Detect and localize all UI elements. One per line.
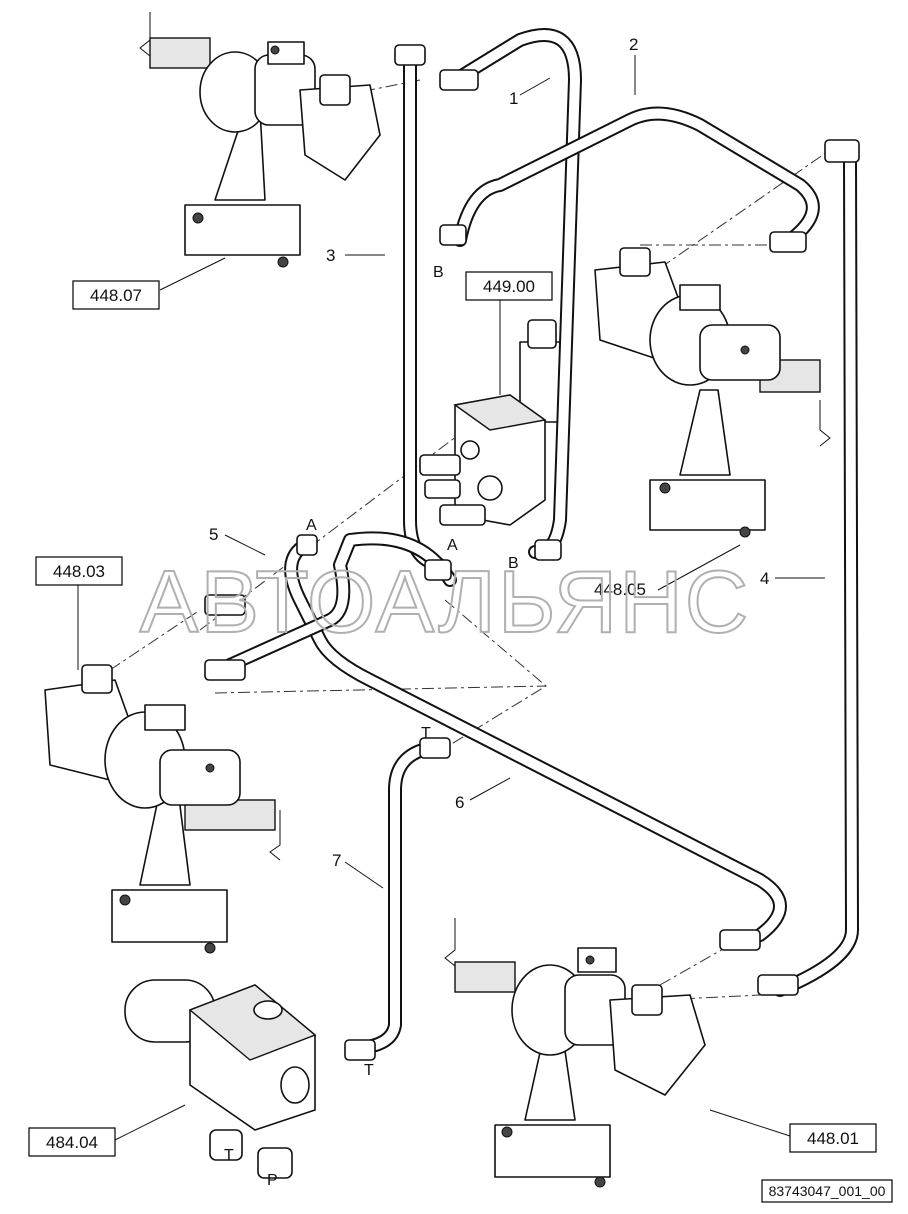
port-b-mid: B	[508, 555, 519, 572]
document-id: 83743047_001_00	[761, 1179, 893, 1203]
pump-448-07	[139, 12, 381, 268]
port-b-top: B	[433, 264, 444, 281]
port-labels: B A A B T T T P	[224, 264, 519, 1189]
port-a-mid: A	[447, 537, 458, 554]
leader-lines	[77, 55, 825, 1141]
reference-box-448-05: 448.05	[594, 580, 646, 599]
port-t-top: T	[421, 725, 431, 742]
reference-label: 448.01	[807, 1129, 859, 1148]
document-id-text: 83743047_001_00	[769, 1183, 886, 1199]
port-t-bottom: T	[364, 1062, 374, 1079]
callout-6: 6	[455, 793, 464, 812]
watermark: АВТОАЛЬЯНС	[140, 552, 751, 651]
callout-5: 5	[209, 525, 218, 544]
reference-label: 448.07	[90, 286, 142, 305]
callout-3: 3	[326, 246, 335, 265]
pump-448-05	[594, 247, 831, 538]
reference-box-448-03: 448.03	[35, 556, 123, 586]
callouts: 1 2 3 4 5 6 7	[209, 35, 769, 870]
port-a-left: A	[306, 517, 317, 534]
reference-box-449-00: 449.00	[465, 271, 553, 301]
pump-448-03	[44, 664, 281, 954]
reference-box-448-01: 448.01	[789, 1123, 877, 1153]
reference-box-448-07: 448.07	[72, 280, 160, 310]
block-484-04	[124, 979, 317, 1179]
reference-label: 448.05	[594, 580, 646, 599]
callout-4: 4	[760, 569, 769, 588]
callout-7: 7	[332, 851, 341, 870]
callout-1: 1	[509, 89, 518, 108]
port-p-block: P	[267, 1172, 278, 1189]
reference-label: 448.03	[53, 562, 105, 581]
reference-label: 449.00	[483, 277, 535, 296]
reference-label: 484.04	[46, 1133, 98, 1152]
port-t-block: T	[224, 1147, 234, 1164]
valve-449-00	[419, 319, 561, 526]
reference-box-484-04: 484.04	[28, 1127, 116, 1157]
callout-2: 2	[629, 35, 638, 54]
pump-448-01	[444, 918, 706, 1188]
fittings	[204, 44, 860, 1061]
